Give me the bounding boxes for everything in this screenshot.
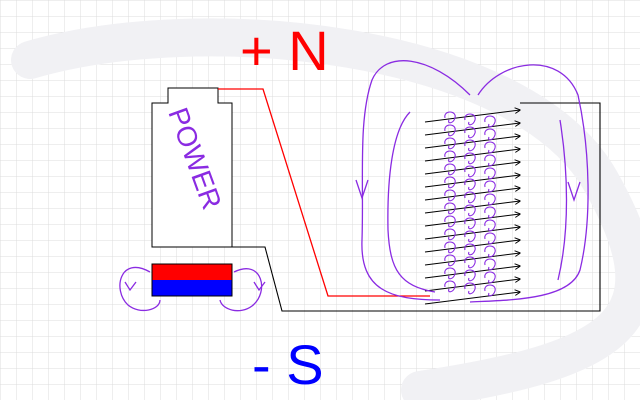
coil-loop xyxy=(444,163,456,176)
coil-arrow xyxy=(424,149,520,162)
coil-arrow xyxy=(424,292,520,305)
coil-loop xyxy=(444,241,456,254)
coil-loop xyxy=(484,206,496,219)
coil-loop xyxy=(464,204,476,217)
coil-loop xyxy=(444,137,456,150)
coil-loop xyxy=(484,128,496,141)
positive-wire xyxy=(218,88,430,297)
coil-loop xyxy=(484,180,496,193)
coil-arrow xyxy=(424,110,520,123)
magnet-field-right xyxy=(219,268,263,312)
magnet-field-left-arrow xyxy=(124,281,137,292)
battery-body xyxy=(151,87,233,248)
coil-loop xyxy=(464,243,476,256)
coil-loop xyxy=(444,124,456,137)
positive-north-label: + N xyxy=(240,19,329,82)
coil-loop xyxy=(444,215,456,228)
coil-arrow xyxy=(424,266,520,279)
coil-loop xyxy=(464,269,476,282)
coil-loop xyxy=(464,139,476,152)
coil-arrow xyxy=(424,240,520,253)
coil-loop xyxy=(484,154,496,167)
coil-loop xyxy=(484,167,496,180)
coil-arrow xyxy=(424,175,520,188)
negative-south-label: - S xyxy=(252,333,324,396)
watermark-swirl xyxy=(11,18,640,400)
coil-loop xyxy=(484,284,496,297)
negative-wire xyxy=(232,102,601,312)
field-arrow-right xyxy=(567,181,581,203)
coil-loop xyxy=(444,254,456,267)
coil-loop xyxy=(484,193,496,206)
coil-loop xyxy=(464,256,476,269)
coil-loop xyxy=(464,178,476,191)
coil-loop xyxy=(464,230,476,243)
coil-loop xyxy=(484,271,496,284)
coil-loop xyxy=(444,111,456,124)
coil-loop xyxy=(464,165,476,178)
coil-loop xyxy=(444,228,456,241)
coil-loop xyxy=(464,113,476,126)
coil-loop xyxy=(464,217,476,230)
coil-loop xyxy=(444,176,456,189)
coil-loop xyxy=(444,150,456,163)
coil-arrow xyxy=(424,136,520,149)
field-line-outer-left xyxy=(361,60,471,301)
coil-loop xyxy=(484,115,496,128)
coil-loops xyxy=(444,111,496,297)
coil-arrow xyxy=(424,162,520,175)
field-line-inner-right xyxy=(557,119,568,281)
coil-loop xyxy=(464,126,476,139)
coil-arrow xyxy=(424,123,520,136)
coil-arrow xyxy=(424,279,520,292)
magnet-south-half xyxy=(152,280,232,296)
coil-loop xyxy=(464,152,476,165)
coil-loop xyxy=(484,245,496,258)
field-arrow-left xyxy=(355,179,369,201)
coil-arrow xyxy=(424,227,520,240)
magnet-field-left xyxy=(119,266,161,312)
field-line-inner-left xyxy=(387,111,436,293)
coil-loop xyxy=(484,219,496,232)
coil-loop xyxy=(464,191,476,204)
coil-arrow xyxy=(424,201,520,214)
coil-loop xyxy=(444,189,456,202)
coil-arrow xyxy=(424,188,520,201)
coil-arrows xyxy=(424,110,520,305)
coil-loop xyxy=(484,258,496,271)
field-line-outer-right xyxy=(469,64,589,303)
coil-arrow xyxy=(424,214,520,227)
coil-arrow xyxy=(424,253,520,266)
coil-loop xyxy=(464,282,476,295)
magnet-outline xyxy=(151,263,233,297)
magnet-field-right-arrow xyxy=(253,281,266,292)
coil-loop xyxy=(484,232,496,245)
coil-loop xyxy=(444,280,456,293)
magnet-north-half xyxy=(152,264,232,280)
coil-loop xyxy=(444,267,456,280)
coil-loop xyxy=(484,141,496,154)
coil-loop xyxy=(444,202,456,215)
